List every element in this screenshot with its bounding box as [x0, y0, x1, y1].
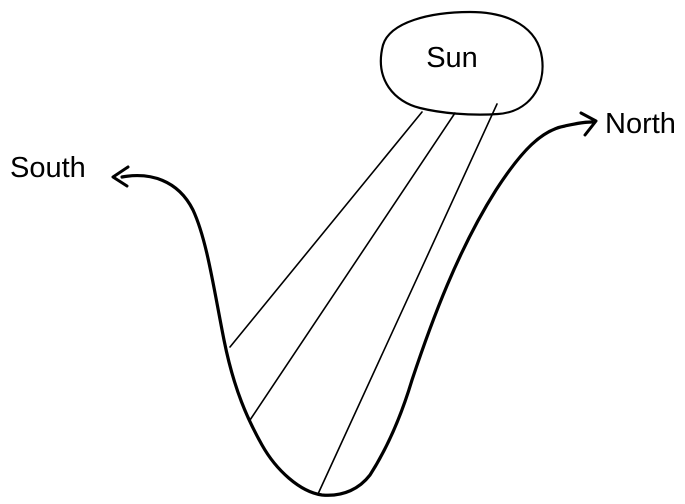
south-label: South	[10, 152, 86, 184]
valley-curve	[120, 120, 594, 497]
sun-ray-left	[229, 111, 423, 348]
south-arrowhead	[111, 165, 130, 188]
sun-ray-middle	[249, 112, 456, 421]
sun-shape	[379, 10, 544, 116]
north-arrowhead	[579, 111, 598, 137]
sun-label: Sun	[426, 42, 478, 74]
north-label: North	[605, 108, 676, 140]
sun-ray-right	[317, 103, 498, 495]
